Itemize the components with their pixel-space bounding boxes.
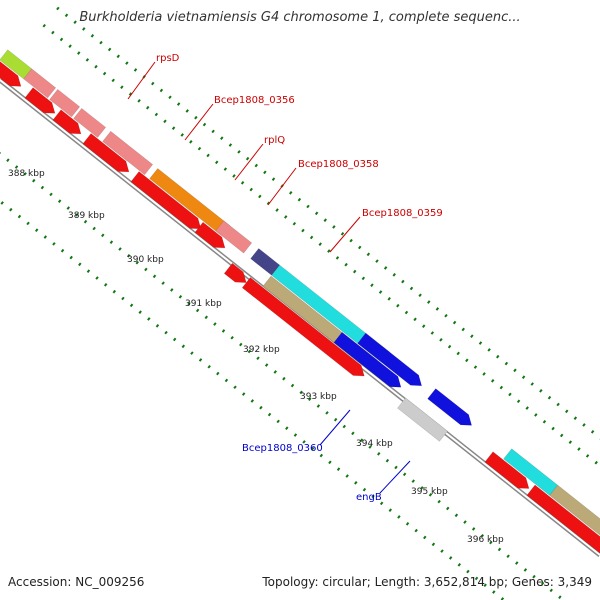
leader-line bbox=[379, 460, 411, 494]
tick-label: 395 kbp bbox=[411, 487, 448, 497]
feature-block bbox=[0, 61, 22, 87]
feature-block bbox=[52, 109, 82, 135]
gene-label-bcep1808-0358: Bcep1808_0358 bbox=[298, 159, 379, 170]
ring-dotted-line bbox=[0, 199, 507, 600]
feature-block bbox=[102, 130, 154, 176]
feature-block bbox=[49, 88, 81, 118]
feature-block bbox=[357, 332, 423, 387]
accession-text: Accession: NC_009256 bbox=[8, 575, 145, 589]
tick-label: 392 kbp bbox=[243, 345, 280, 355]
feature-block bbox=[333, 331, 402, 388]
gene-label-bcep1808-0356: Bcep1808_0356 bbox=[214, 95, 295, 106]
tick-label: 388 kbp bbox=[8, 169, 45, 179]
leader-line bbox=[267, 167, 297, 206]
feature-block bbox=[130, 171, 202, 230]
gene-labels: rpsD Bcep1808_0356 rplQ Bcep1808_0358 Bc… bbox=[127, 53, 443, 503]
features bbox=[0, 49, 600, 554]
feature-block bbox=[549, 484, 600, 536]
feature-block bbox=[215, 220, 253, 254]
feature-block bbox=[397, 397, 448, 442]
feature-block bbox=[23, 68, 57, 99]
leader-line bbox=[234, 143, 264, 181]
tick-label: 394 kbp bbox=[356, 439, 393, 449]
gene-label-bcep1808-0360: Bcep1808_0360 bbox=[242, 443, 323, 454]
gene-label-rplq: rplQ bbox=[264, 135, 285, 146]
feature-block bbox=[241, 277, 365, 377]
tick-label: 389 kbp bbox=[68, 211, 105, 221]
feature-block bbox=[73, 107, 107, 138]
feature-block bbox=[194, 221, 226, 249]
tick-label: 396 kbp bbox=[467, 535, 504, 545]
leader-line bbox=[184, 103, 214, 141]
tick-label: 391 kbp bbox=[185, 299, 222, 309]
topology-text: Topology: circular; Length: 3,652,814 bp… bbox=[262, 575, 592, 589]
feature-block bbox=[484, 451, 530, 489]
feature-block bbox=[223, 262, 247, 283]
leader-line bbox=[319, 409, 351, 446]
map-title: Burkholderia vietnamiensis G4 chromosome… bbox=[79, 10, 521, 25]
feature-block bbox=[24, 87, 56, 114]
feature-block bbox=[427, 388, 473, 426]
feature-block bbox=[82, 133, 130, 173]
leader-line bbox=[127, 61, 156, 100]
ring-dotted-line bbox=[56, 6, 600, 440]
gene-label-engb: engB bbox=[356, 492, 382, 503]
ring-dotted-line bbox=[0, 152, 565, 600]
gene-label-rpsD: rpsD bbox=[156, 53, 180, 64]
leader-line bbox=[329, 216, 361, 253]
tick-label: 393 kbp bbox=[300, 392, 337, 402]
tick-label: 390 kbp bbox=[127, 255, 164, 265]
gene-label-bcep1808-0359: Bcep1808_0359 bbox=[362, 208, 443, 219]
feature-block bbox=[526, 484, 600, 554]
tick-labels: 388 kbp 389 kbp 390 kbp 391 kbp 392 kbp … bbox=[8, 169, 504, 545]
